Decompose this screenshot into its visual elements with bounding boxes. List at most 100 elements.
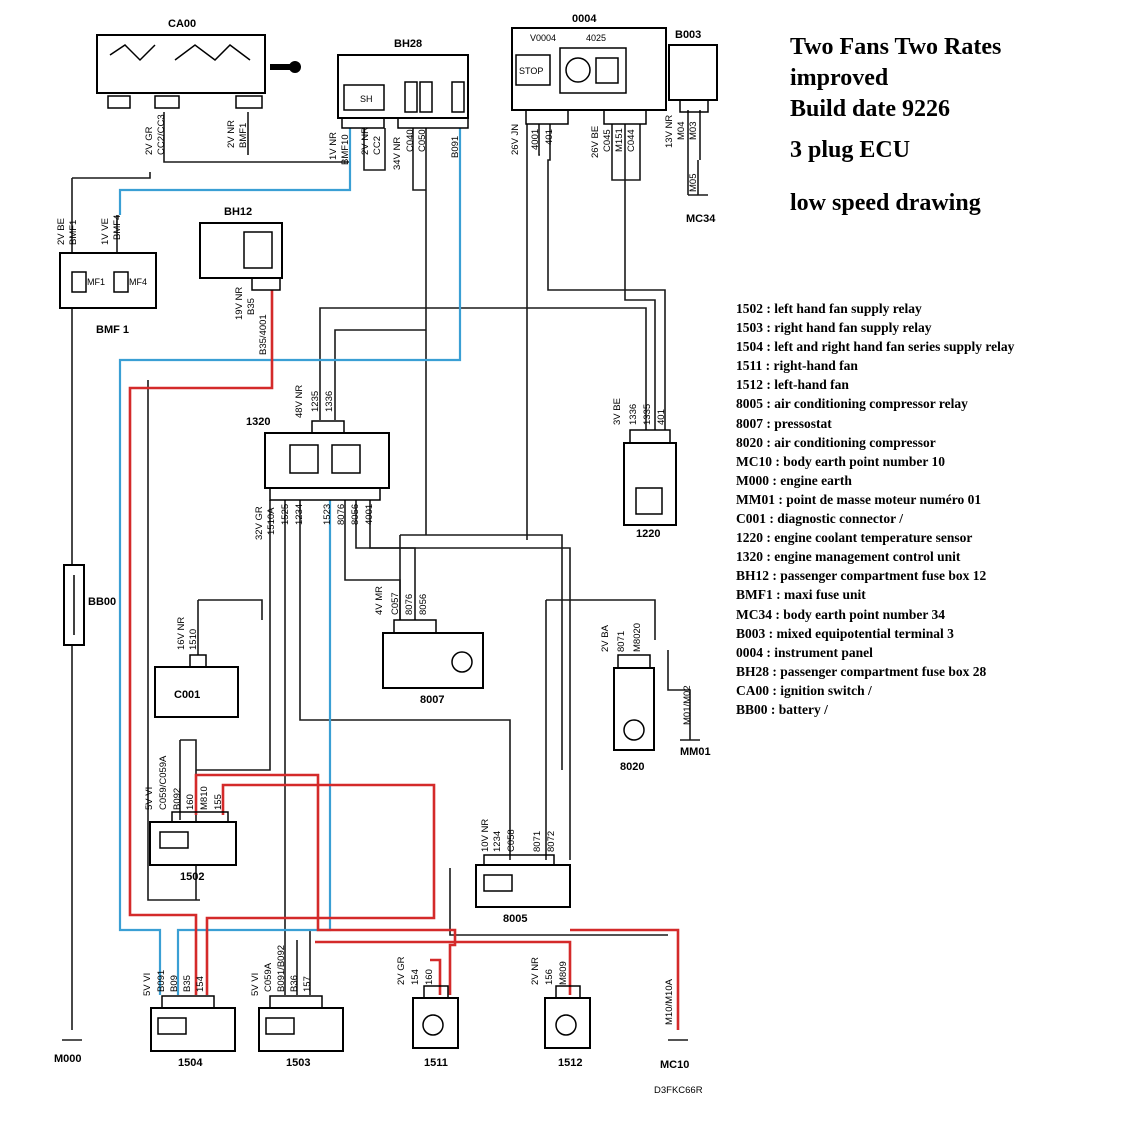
legend-item: 1511 : right-hand fan: [736, 358, 858, 374]
wire-label: 8056: [350, 504, 361, 525]
coolant-sensor-1220: 1220: [623, 429, 677, 540]
ca00-ignition-switch: CA00: [96, 18, 301, 109]
legend-item: M000 : engine earth: [736, 472, 852, 488]
wire-label: 2V NR: [530, 957, 541, 985]
wire-label: 26V JN: [510, 124, 521, 155]
mf1-text: MF1: [87, 277, 105, 287]
b003-label: B003: [675, 29, 701, 41]
legend-item: 1504 : left and right hand fan series su…: [736, 339, 1015, 355]
wire-label: M04: [676, 122, 687, 140]
wire-label: 401: [544, 129, 555, 145]
black-wires: [71, 110, 701, 1030]
bh28-label: BH28: [394, 38, 422, 50]
wire-label: 5V VI: [144, 787, 155, 810]
legend-item: BMF1 : maxi fuse unit: [736, 587, 866, 603]
wire-label: 8076: [404, 594, 415, 615]
bmf1-label: BMF 1: [96, 324, 129, 336]
diagnostic-connector-c001: C001: [154, 654, 239, 718]
legend-item: BB00 : battery /: [736, 701, 828, 717]
wire-label: M01/M02: [682, 685, 693, 725]
wire-label: B35: [246, 298, 257, 315]
wire-label: C045: [602, 129, 613, 152]
wire-label: 157: [302, 976, 313, 992]
wire-label: 160: [424, 969, 435, 985]
wire-label: M810: [199, 786, 210, 810]
blue-wires: [118, 128, 462, 995]
component-legend: 1502 : left hand fan supply relay 1503 :…: [736, 299, 1014, 719]
wire-label: 4001: [364, 504, 375, 525]
wire-label: B091: [156, 970, 167, 992]
legend-item: 0004 : instrument panel: [736, 644, 873, 660]
pressostat-8007: 8007: [382, 619, 484, 706]
mm01-label: MM01: [680, 746, 711, 758]
legend-item: BH12 : passenger compartment fuse box 12: [736, 568, 987, 584]
n4025-text: 4025: [586, 33, 606, 43]
wire-label: C058: [506, 829, 517, 852]
c8005-label: 8005: [503, 913, 527, 925]
wire-label: 2V BE: [56, 218, 67, 245]
stop-text: STOP: [519, 66, 543, 76]
legend-item: 1503 : right hand fan supply relay: [736, 320, 932, 336]
bh28-fuse-box: BH28 SH: [337, 38, 469, 129]
wire-label: M151: [614, 128, 625, 152]
wire-label: C059/C059A: [158, 755, 169, 810]
title-line-1: Two Fans Two Rates: [790, 34, 1002, 60]
wire-label: C050: [417, 129, 428, 152]
wire-label: 1523: [322, 504, 333, 525]
wire-label: B092: [172, 788, 183, 810]
bb00-battery: BB00: [63, 564, 116, 646]
wire-label: 1510: [188, 629, 199, 650]
ecu-label: 1320: [246, 416, 270, 428]
legend-item: MC10 : body earth point number 10: [736, 453, 946, 469]
wire-label: 2V BA: [600, 624, 611, 652]
wire-label: 155: [213, 794, 224, 810]
wire-label: 156: [544, 969, 555, 985]
wire-label: M10/M10A: [664, 978, 675, 1025]
wire-label: 1235: [310, 391, 321, 412]
wire-label: B09: [169, 975, 180, 992]
wire-label: 160: [185, 794, 196, 810]
c1504-label: 1504: [178, 1057, 203, 1069]
wire-label: 401: [656, 409, 667, 425]
wire-label: 26V BE: [590, 126, 601, 158]
wire-label: CC2/CC3: [156, 114, 167, 155]
title-line-4: 3 plug ECU: [790, 137, 911, 163]
relay-1502: 1502: [149, 811, 237, 883]
mf4-text: MF4: [129, 277, 147, 287]
wire-label: BMF1: [238, 123, 249, 148]
wire-label: BMF4: [112, 215, 123, 240]
m000-label: M000: [54, 1053, 82, 1065]
fan-1512: 1512: [544, 985, 591, 1069]
wire-label: 4V MR: [374, 586, 385, 615]
legend-item: 1320 : engine management control unit: [736, 549, 961, 565]
wire-label: 4001: [530, 129, 541, 150]
mc34-ground: MC34: [686, 160, 716, 225]
legend-item: BH28 : passenger compartment fuse box 28: [736, 663, 987, 679]
wire-label: B35/4001: [258, 314, 269, 355]
c1220-label: 1220: [636, 528, 660, 540]
bh12-label: BH12: [224, 206, 252, 218]
c1502-label: 1502: [180, 871, 204, 883]
b003-terminal: B003: [668, 29, 718, 113]
wire-label: 1510A: [266, 507, 277, 535]
legend-item: 1512 : left-hand fan: [736, 377, 849, 393]
wire-label: 8056: [418, 594, 429, 615]
wire-labels: 2V GR CC2/CC3 2V NR BMF1 1V NR BMF10 2V …: [56, 114, 699, 1025]
ecu-1320: 1320: [246, 416, 390, 501]
c8020-label: 8020: [620, 761, 644, 773]
legend-item: MM01 : point de masse moteur numéro 01: [736, 491, 982, 507]
wire-label: 32V GR: [254, 506, 265, 540]
legend-item: MC34 : body earth point number 34: [736, 606, 946, 622]
wire-label: 3V BE: [612, 398, 623, 425]
wire-label: C040: [405, 129, 416, 152]
wire-label: C044: [626, 129, 637, 152]
wire-label: 8072: [546, 831, 557, 852]
c1503-label: 1503: [286, 1057, 310, 1069]
wire-label: B36: [289, 975, 300, 992]
wire-label: 8071: [616, 631, 627, 652]
mc10-label: MC10: [660, 1059, 689, 1071]
wire-label: 19V NR: [234, 287, 245, 320]
wire-label: B35: [182, 975, 193, 992]
wire-label: 2V NR: [226, 120, 237, 148]
